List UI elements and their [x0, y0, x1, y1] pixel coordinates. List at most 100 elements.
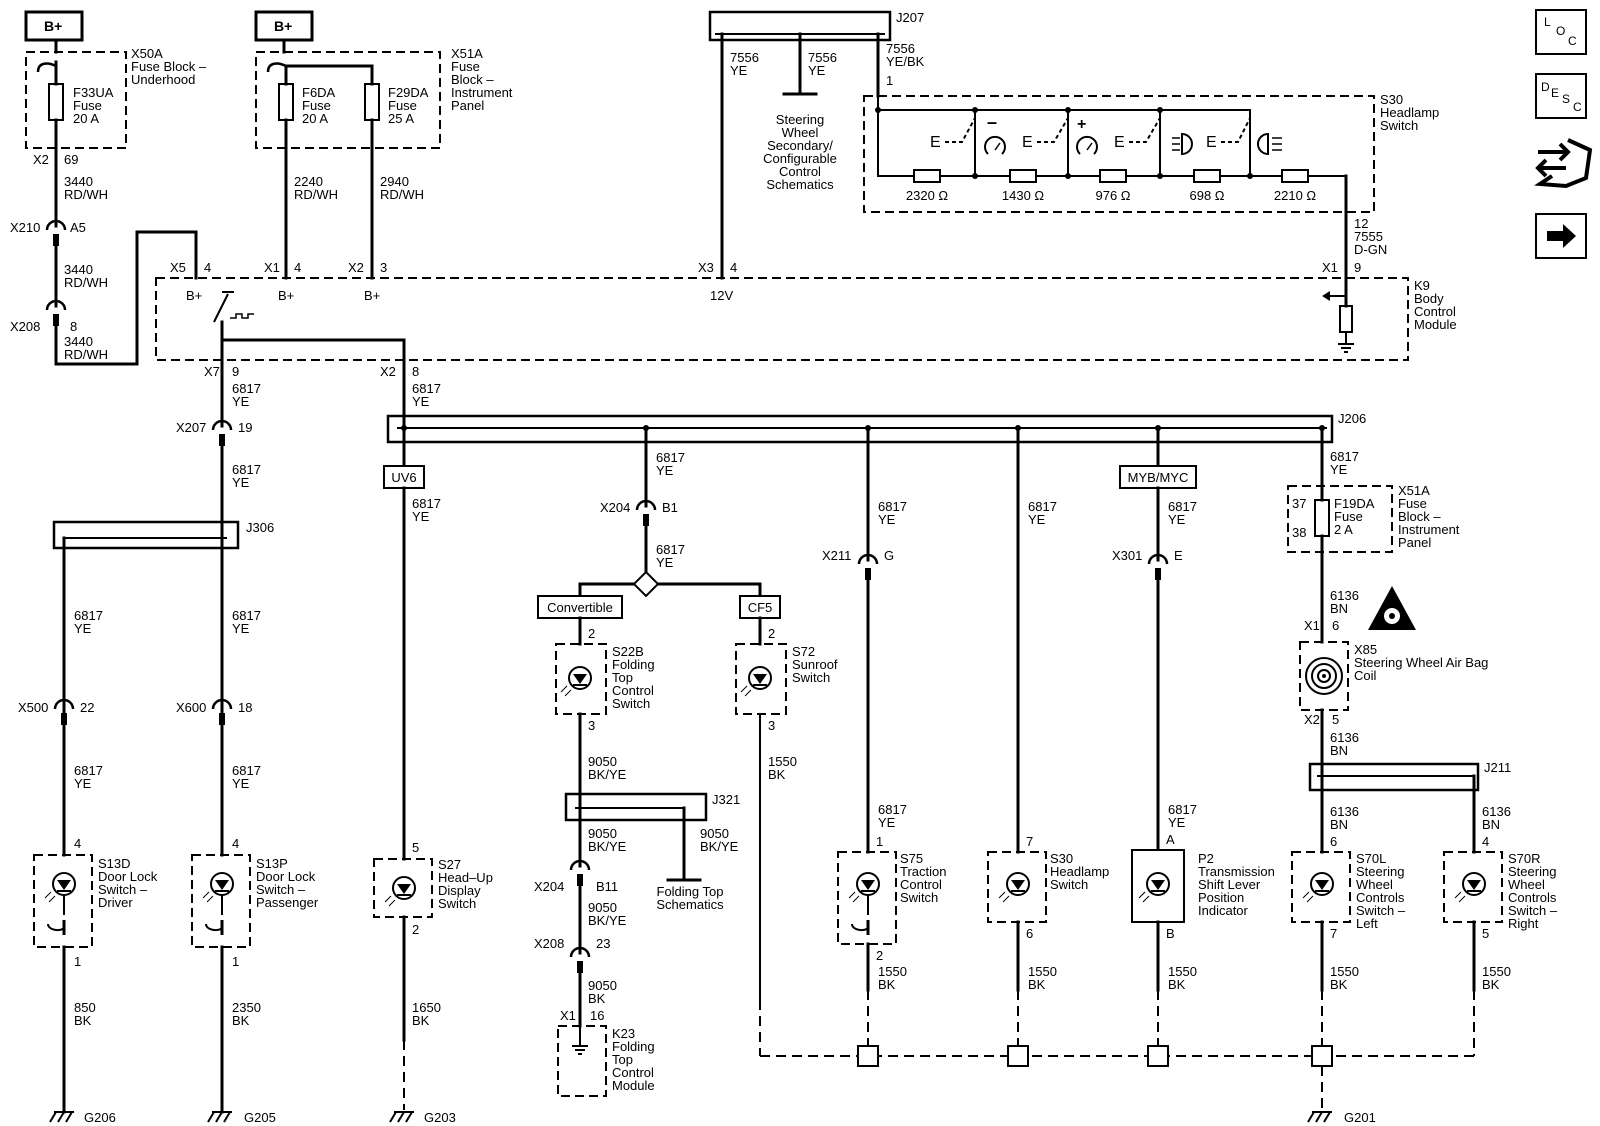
s70r-circuit: 6136 — [1482, 804, 1511, 819]
s70l-gnd-color: BK — [1330, 977, 1348, 992]
k9-bplus-b: B+ — [278, 288, 294, 303]
s72-pin-bot: 3 — [768, 718, 775, 733]
fuse-f29da-rating: 25 A — [388, 111, 414, 126]
j321-label: J321 — [712, 792, 740, 807]
fold-9050c-color: BK/YE — [700, 839, 739, 854]
air-bag-coil-icon — [1305, 657, 1343, 695]
fold-9050b: 9050 — [588, 826, 617, 841]
connector-wrench-icon[interactable] — [1534, 138, 1593, 189]
bplus-label-2: B+ — [274, 18, 292, 34]
k9-x3: X3 — [698, 260, 714, 275]
pas-gnd-circuit: 2350 — [232, 1000, 261, 1015]
tc-id: S75 — [900, 851, 923, 866]
x211-pin: G — [884, 548, 894, 563]
s70r-pin-top: 4 — [1482, 834, 1489, 849]
x85-id: X85 — [1354, 642, 1377, 657]
fold-color: YE — [656, 463, 674, 478]
ground-g206: G206 — [84, 1110, 116, 1125]
s70l-color: BN — [1330, 817, 1348, 832]
drv-pin-top: 4 — [74, 836, 81, 851]
option-convertible: Convertible — [537, 595, 623, 619]
hud-gnd-color: BK — [412, 1013, 430, 1028]
tc-l3: Switch — [900, 890, 938, 905]
s70l-l4: Switch – — [1356, 903, 1406, 918]
trans-color: YE — [1168, 512, 1186, 527]
x50a-color: RD/WH — [64, 187, 108, 202]
s22-l1: Folding — [612, 657, 655, 672]
tc-l1: Traction — [900, 864, 946, 879]
resistor-4-value: 698 Ω — [1189, 188, 1224, 203]
s22-id: S22B — [612, 644, 644, 659]
x50a-name2: Underhood — [131, 72, 195, 87]
desc-icon[interactable]: D E S C — [1535, 73, 1587, 119]
fold-9050d: 9050 — [588, 900, 617, 915]
s72-gnd-circuit: 1550 — [768, 754, 797, 769]
transmission-indicator-branch: MYB/MYC 6817 YE X301 E 6817 YE A P2 Tran… — [1112, 426, 1275, 1046]
tc-gnd-circuit: 1550 — [878, 964, 907, 979]
pas-color: YE — [232, 621, 250, 636]
s70r-color: BN — [1482, 817, 1500, 832]
k9-id: K9 — [1414, 278, 1430, 293]
k9-x7: X7 — [204, 364, 220, 379]
fold-9050b-color: BK/YE — [588, 839, 627, 854]
s30-e2: E — [1022, 134, 1033, 151]
fuse-f6da-rating: 20 A — [302, 111, 328, 126]
drv-gnd-circuit: 850 — [74, 1000, 96, 1015]
x208-label: X208 — [534, 936, 564, 951]
hud-gnd-circuit: 1650 — [412, 1000, 441, 1015]
pas-pin-bot: 1 — [232, 954, 239, 969]
steer-fuse-rating: 2 A — [1334, 522, 1353, 537]
x204-label: X204 — [600, 500, 630, 515]
s70l-circuit: 6136 — [1330, 804, 1359, 819]
resistor-1-value: 2320 Ω — [906, 188, 949, 203]
next-page-arrow-icon[interactable] — [1535, 213, 1587, 259]
steer-block3: Instrument — [1398, 522, 1460, 537]
x500-pin: 22 — [80, 700, 94, 715]
drv-l2: Switch – — [98, 882, 148, 897]
desc-icon-e: E — [1551, 86, 1559, 100]
j207-splice: J207 7556 YE 7556 YE 7556 YE/BK 1 Steeri… — [708, 10, 925, 280]
fold-color-2: YE — [656, 555, 674, 570]
drv-circuit-2: 6817 — [74, 763, 103, 778]
x85-l2: Coil — [1354, 668, 1377, 683]
s70l-id: S70L — [1356, 851, 1386, 866]
door-lock-passenger: 6817 YE X600 18 6817 YE 4 S13P Door Lock… — [176, 608, 319, 1125]
s70l-l5: Left — [1356, 916, 1378, 931]
loc-icon[interactable]: L O C — [1535, 9, 1587, 55]
tc-circuit: 6817 — [878, 499, 907, 514]
j207-label: J207 — [896, 10, 924, 25]
folding-ref-2: Schematics — [656, 897, 724, 912]
x210-label: X210 — [10, 220, 40, 235]
folding-ref-1: Folding Top — [657, 884, 724, 899]
hud-branch: UV6 6817 YE 5 S27 Head–Up Display Switch… — [373, 426, 493, 1125]
trans-l2: Shift Lever — [1198, 877, 1261, 892]
tc-circuit-2: 6817 — [878, 802, 907, 817]
hud-pin-top: 5 — [412, 840, 419, 855]
fold-9050d-color: BK/YE — [588, 913, 627, 928]
tc-gnd-color: BK — [878, 977, 896, 992]
s30-minus: – — [987, 112, 997, 132]
s30-e3: E — [1114, 134, 1125, 151]
j207-color-1: YE — [730, 63, 748, 78]
s30low-color: YE — [1028, 512, 1046, 527]
hud-circuit: 6817 — [412, 496, 441, 511]
steer-color: YE — [1330, 462, 1348, 477]
trans-option: MYB/MYC — [1128, 470, 1189, 485]
x207-pin: 19 — [238, 420, 252, 435]
s30low-id: S30 — [1050, 851, 1073, 866]
x51a-circuit-1: 2240 — [294, 174, 323, 189]
k23-l2: Top — [612, 1052, 633, 1067]
resistor-5-value: 2210 Ω — [1274, 188, 1317, 203]
k9-x2-pin: 3 — [380, 260, 387, 275]
k23-ground-icon — [572, 1026, 588, 1055]
s30low-gnd-circuit: 1550 — [1028, 964, 1057, 979]
steer-fuse-pin-a: 37 — [1292, 496, 1306, 511]
s30-top-line2: Switch — [1380, 118, 1418, 133]
s70r-l4: Switch – — [1508, 903, 1558, 918]
s70l-l3: Controls — [1356, 890, 1405, 905]
s30-top-circuit: 7555 — [1354, 229, 1383, 244]
sunroof-branch: 2 S72 Sunroof Switch 3 1550 BK — [735, 616, 838, 1056]
steer-fuse-id: F19DA — [1334, 496, 1375, 511]
hud-l3: Switch — [438, 896, 476, 911]
